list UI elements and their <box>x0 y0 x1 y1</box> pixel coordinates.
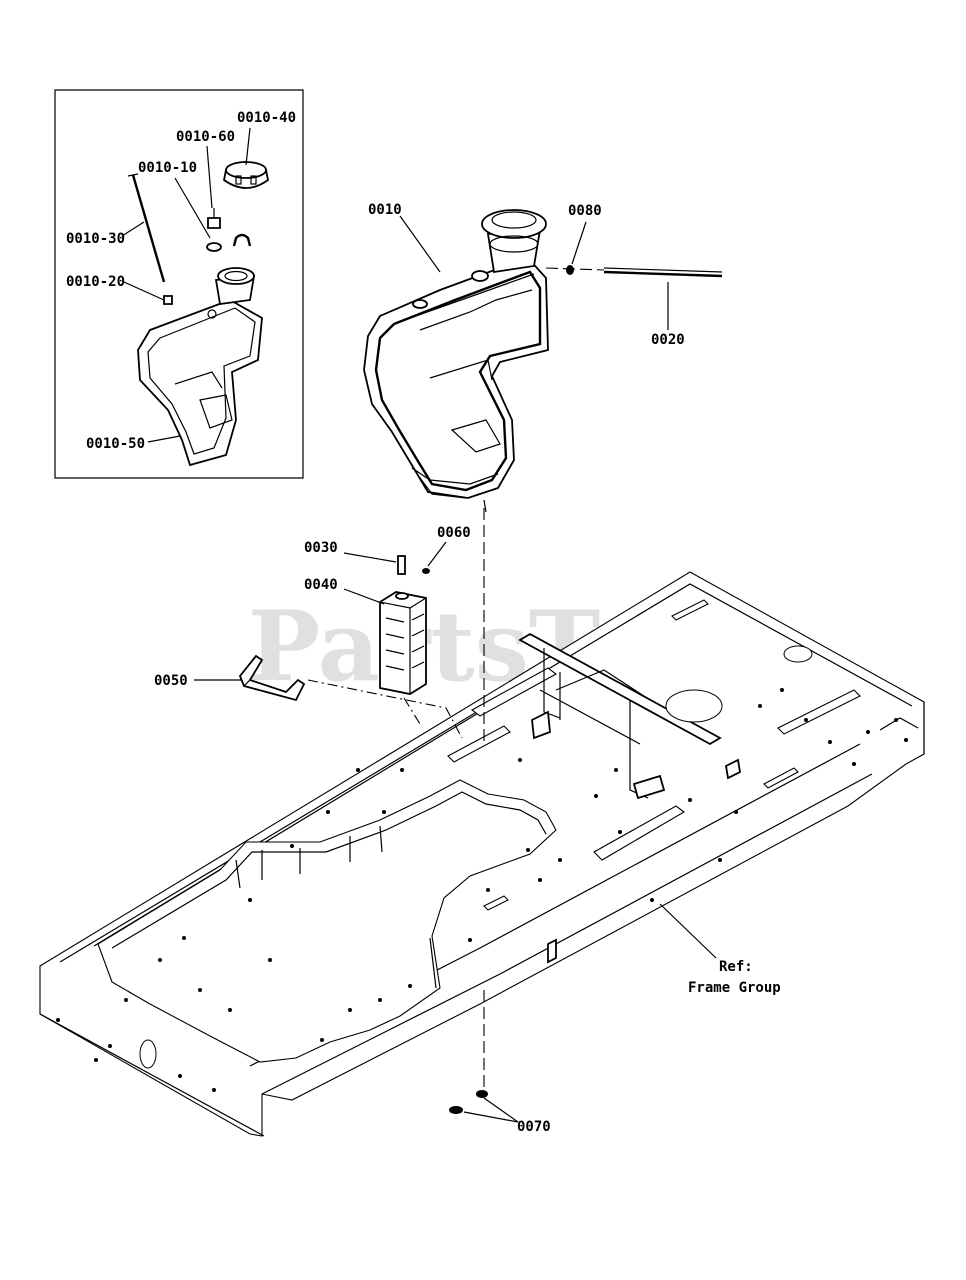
inset-leaders <box>121 127 251 443</box>
label-0040: 0040 <box>304 577 338 593</box>
label-0010-40: 0010-40 <box>237 110 296 126</box>
charcoal-canister-0040 <box>379 591 427 695</box>
grommet-0080 <box>566 265 574 275</box>
label-0010-50: 0010-50 <box>86 436 145 452</box>
inset-vent-tube <box>127 173 173 305</box>
label-0020: 0020 <box>651 332 685 348</box>
alignment-lines <box>307 508 485 1090</box>
hose-0030 <box>397 555 406 575</box>
frame-group <box>39 571 925 1137</box>
label-0010-20: 0010-20 <box>66 274 125 290</box>
label-0010: 0010 <box>368 202 402 218</box>
plugs-0070 <box>449 1090 488 1114</box>
bracket-0050 <box>238 654 306 702</box>
vent-hose-0020 <box>545 267 723 278</box>
label-0070: 0070 <box>517 1119 551 1135</box>
fuel-tank-0010 <box>363 209 549 513</box>
inset-fuel-cap <box>223 161 269 189</box>
label-0050: 0050 <box>154 673 188 689</box>
inset-fitting <box>206 208 252 252</box>
main-leaders <box>194 215 717 1123</box>
label-0010-30: 0010-30 <box>66 231 125 247</box>
label-0080: 0080 <box>568 203 602 219</box>
grommet-0060 <box>422 568 430 574</box>
label-0060: 0060 <box>437 525 471 541</box>
reference-line-2: Frame Group <box>688 980 781 996</box>
label-0010-60: 0010-60 <box>176 129 235 145</box>
reference-line-1: Ref: <box>719 959 753 975</box>
inset-fuel-tank <box>137 267 263 467</box>
inset-box <box>54 89 304 479</box>
label-0010-10: 0010-10 <box>138 160 197 176</box>
label-0030: 0030 <box>304 540 338 556</box>
